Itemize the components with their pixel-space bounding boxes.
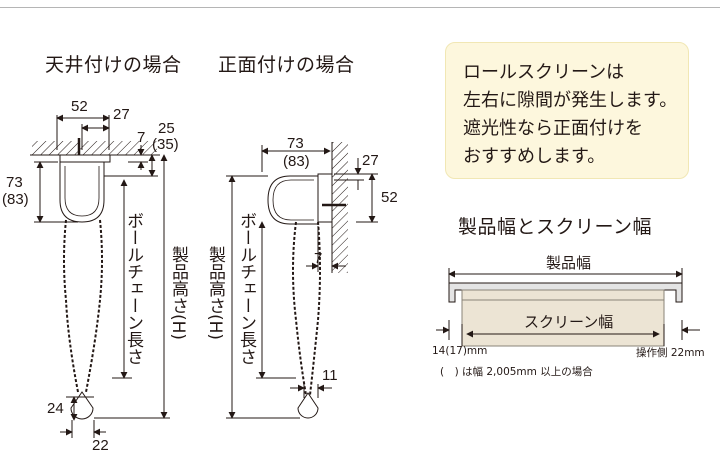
ceiling-dim-7: 7: [137, 129, 146, 146]
ceiling-mount-drawing: [30, 114, 170, 438]
width-comparison-heading: 製品幅とスクリーン幅: [458, 216, 653, 238]
ceiling-mount-heading: 天井付けの場合: [45, 54, 182, 76]
note-line: おすすめします。: [463, 146, 606, 167]
ceiling-dim-35: (35): [152, 136, 179, 153]
note-line: 左右に隙間が発生します。: [463, 90, 678, 111]
front-dim-83: (83): [283, 153, 310, 170]
front-product-height-label: 製品高さ(H): [205, 246, 225, 341]
front-dim-11: 11: [322, 367, 338, 384]
width-footnote: ( ) は幅 2,005mm 以上の場合: [440, 366, 593, 378]
wall-hatch: [332, 142, 348, 273]
ceiling-dim-22: 22: [92, 437, 109, 454]
front-mount-heading: 正面付けの場合: [218, 54, 355, 76]
ceiling-dim-25: 25: [158, 120, 175, 137]
gap-note-box: ロールスクリーンは 左右に隙間が発生します。 遮光性なら正面付けを おすすめしま…: [445, 42, 689, 179]
ceiling-hatch: [32, 141, 157, 155]
ceiling-dim-27: 27: [113, 106, 130, 123]
ceiling-dim-24: 24: [47, 400, 64, 417]
width-comparison-drawing: [436, 268, 700, 347]
front-dim-27: 27: [362, 152, 379, 169]
ceiling-dim-52: 52: [71, 98, 88, 115]
top-divider: [0, 7, 720, 8]
screen-width-label: スクリーン幅: [518, 311, 620, 332]
ceiling-dim-83: (83): [2, 191, 29, 208]
front-dim-7: 7: [314, 250, 323, 267]
front-chain-length-label: ボールチェーン長さ: [236, 212, 256, 365]
note-line: 遮光性なら正面付けを: [463, 118, 643, 139]
left-gap-label: 14(17)mm: [432, 345, 488, 357]
right-gap-label: 操作側 22mm: [636, 347, 705, 359]
ceiling-chain-length-label: ボールチェーン長さ: [123, 212, 143, 365]
ceiling-product-height-label: 製品高さ(H): [168, 246, 188, 341]
front-dim-73: 73: [287, 135, 304, 152]
front-dim-52: 52: [381, 189, 398, 206]
product-width-label: 製品幅: [540, 252, 598, 273]
note-line: ロールスクリーンは: [463, 62, 625, 83]
front-mount-drawing: [226, 142, 378, 419]
ceiling-dim-73: 73: [6, 174, 23, 191]
